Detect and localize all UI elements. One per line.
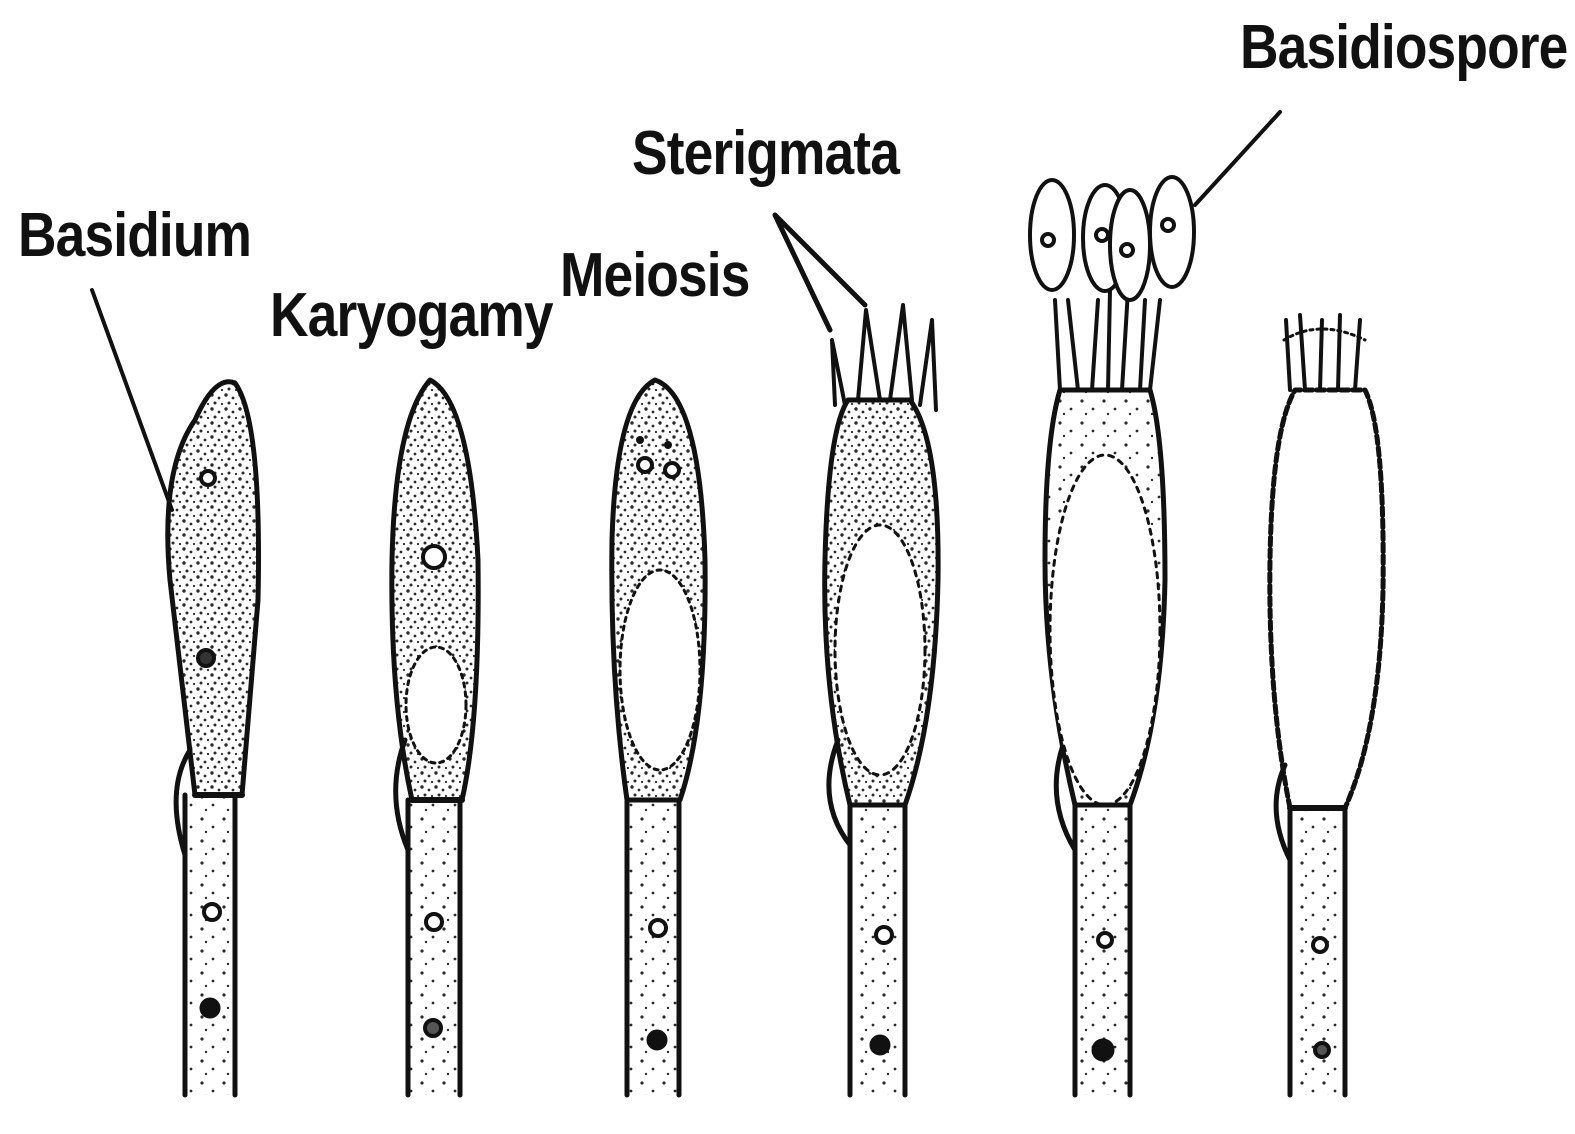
- vacuole: [620, 570, 700, 770]
- hypha-2: [408, 800, 460, 1095]
- nucleus: [638, 458, 652, 472]
- stage-basidiospores: [1030, 177, 1194, 1095]
- vacuole: [1050, 455, 1160, 805]
- sterigma: [832, 340, 845, 405]
- sterigma: [890, 305, 912, 400]
- stage-meiosis: [612, 380, 705, 1095]
- vacuole: [835, 525, 925, 775]
- sterigma: [1286, 315, 1360, 390]
- basidium-6: [1270, 390, 1383, 808]
- hypha-3: [627, 800, 679, 1095]
- label-karyogamy: Karyogamy: [270, 280, 553, 351]
- nucleus: [201, 471, 215, 485]
- nucleus: [636, 436, 644, 444]
- nucleus: [664, 441, 672, 449]
- label-basidiospore: Basidiospore: [1240, 12, 1567, 83]
- leader-line-basidiospore: [1195, 112, 1280, 205]
- vacuole: [406, 647, 466, 763]
- nucleus: [202, 1000, 218, 1016]
- nucleus: [204, 904, 220, 920]
- label-basidium: Basidium: [18, 200, 251, 271]
- nucleus: [665, 463, 679, 477]
- sterigma: [858, 310, 880, 400]
- label-sterigmata: Sterigmata: [632, 118, 899, 189]
- stage-karyogamy: [392, 380, 478, 1095]
- leader-line-sterigmata: [775, 215, 865, 330]
- stage-basidium: [168, 382, 259, 1095]
- hypha-1: [185, 795, 235, 1095]
- label-meiosis: Meiosis: [560, 240, 750, 311]
- basidium-1: [168, 382, 259, 795]
- sterigma: [920, 320, 936, 410]
- stage-sterigmata: [825, 305, 938, 1095]
- basidiospore: [1150, 177, 1194, 287]
- fusion-nucleus: [423, 546, 445, 568]
- leader-line-basidium: [92, 290, 172, 510]
- nucleus: [198, 650, 214, 666]
- stage-spores-released: [1270, 315, 1383, 1095]
